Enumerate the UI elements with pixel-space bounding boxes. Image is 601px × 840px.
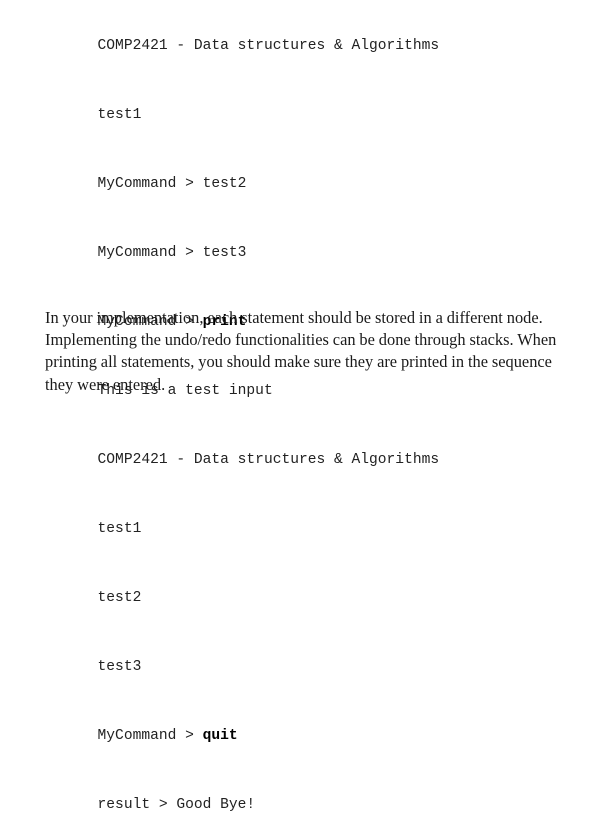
console-line-text: test1: [97, 521, 142, 537]
console-line: result > Good Bye!: [45, 771, 565, 840]
console-line: MyCommand > quit: [45, 702, 565, 771]
console-line: test1: [45, 81, 565, 150]
console-line-text: COMP2421 - Data structures & Algorithms: [97, 452, 440, 468]
console-line-text: result > Good Bye!: [97, 797, 256, 813]
implementation-notes-paragraph: In your implementation, each statement s…: [45, 308, 557, 394]
console-line-text: COMP2421 - Data structures & Algorithms: [97, 38, 440, 54]
console-line: test1: [45, 495, 565, 564]
document-page: COMP2421 - Data structures & Algorithms …: [45, 38, 577, 813]
console-line-text: This is a test input: [97, 383, 273, 399]
console-line: COMP2421 - Data structures & Algorithms: [45, 12, 565, 81]
console-line-text: MyCommand > test3: [97, 245, 247, 261]
console-line: COMP2421 - Data structures & Algorithms: [45, 426, 565, 495]
console-line: This is a test input: [45, 357, 565, 426]
console-line: MyCommand > print: [45, 288, 565, 357]
console-transcript: COMP2421 - Data structures & Algorithms …: [45, 12, 565, 840]
console-line-text: test3: [97, 659, 142, 675]
console-line-command: print: [202, 314, 247, 330]
console-line: test3: [45, 633, 565, 702]
console-line-text: test1: [97, 107, 142, 123]
console-line-text: MyCommand > test2: [97, 176, 247, 192]
console-line: MyCommand > test2: [45, 150, 565, 219]
console-line-command: quit: [202, 728, 238, 744]
console-line-text: test2: [97, 590, 142, 606]
prose-section: In your implementation, each statement s…: [45, 307, 577, 396]
console-line: test2: [45, 564, 565, 633]
console-line-text: MyCommand >: [97, 314, 203, 330]
console-line-text: MyCommand >: [97, 728, 203, 744]
console-line: MyCommand > test3: [45, 219, 565, 288]
